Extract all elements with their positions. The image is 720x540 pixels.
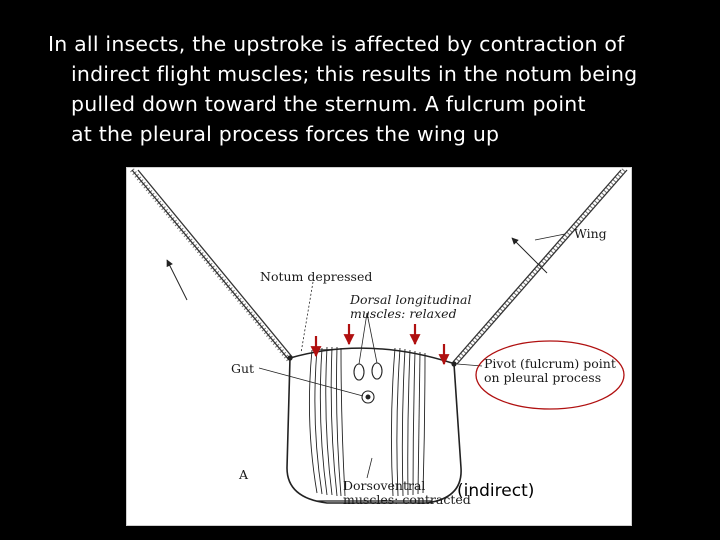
indirect-label: (indirect)	[457, 481, 535, 501]
notum-down-arrows	[310, 324, 450, 366]
dorsal-longitudinal-muscles	[353, 362, 383, 381]
diagram-drawing	[130, 168, 628, 504]
dorsal-muscle-label-1: Dorsal longitudinal	[350, 292, 472, 307]
right-dorsoventral-muscle	[390, 347, 426, 497]
left-wing-arrow	[166, 259, 188, 301]
dorsal-leader-1	[358, 312, 368, 365]
panel-label: A	[239, 467, 249, 482]
pivot-leader	[456, 363, 483, 367]
thorax-wall	[286, 357, 462, 504]
gut-label: Gut	[231, 361, 255, 376]
right-wing	[452, 168, 628, 365]
pivot-label-2: on pleural process	[484, 370, 602, 385]
left-pivot-point	[287, 355, 293, 361]
caption-line-1: In all insects, the upstroke is affected…	[48, 32, 625, 56]
gut	[361, 390, 375, 404]
left-dorsoventral-muscle	[308, 346, 346, 497]
dorsal-muscle-label-2: muscles: relaxed	[350, 306, 457, 321]
dorsoventral-label-1: Dorsoventral	[343, 478, 426, 493]
caption-line-4: at the pleural process forces the wing u…	[71, 122, 500, 146]
notum	[289, 347, 453, 364]
wing-label: Wing	[574, 226, 607, 241]
dorsal-leader-2	[366, 312, 378, 364]
left-wing	[130, 168, 294, 362]
right-wing-arrow	[511, 237, 548, 274]
caption: In all insects, the upstroke is affected…	[48, 29, 708, 149]
dorsoventral-label-2: muscles: contracted	[343, 492, 471, 507]
flight-muscle-diagram: Wing Notum depressed Dorsal longitudinal…	[126, 167, 632, 526]
right-pivot-point	[451, 361, 457, 367]
dorsoventral-leader	[366, 457, 373, 479]
notum-leader	[300, 281, 314, 354]
wing-leader	[534, 233, 566, 241]
pivot-highlight-ellipse	[475, 340, 625, 410]
caption-line-3: pulled down toward the sternum. A fulcru…	[71, 92, 586, 116]
pivot-label-1: Pivot (fulcrum) point	[484, 356, 616, 371]
notum-label: Notum depressed	[260, 269, 373, 284]
gut-leader	[258, 367, 364, 397]
caption-line-2: indirect flight muscles; this results in…	[71, 62, 638, 86]
